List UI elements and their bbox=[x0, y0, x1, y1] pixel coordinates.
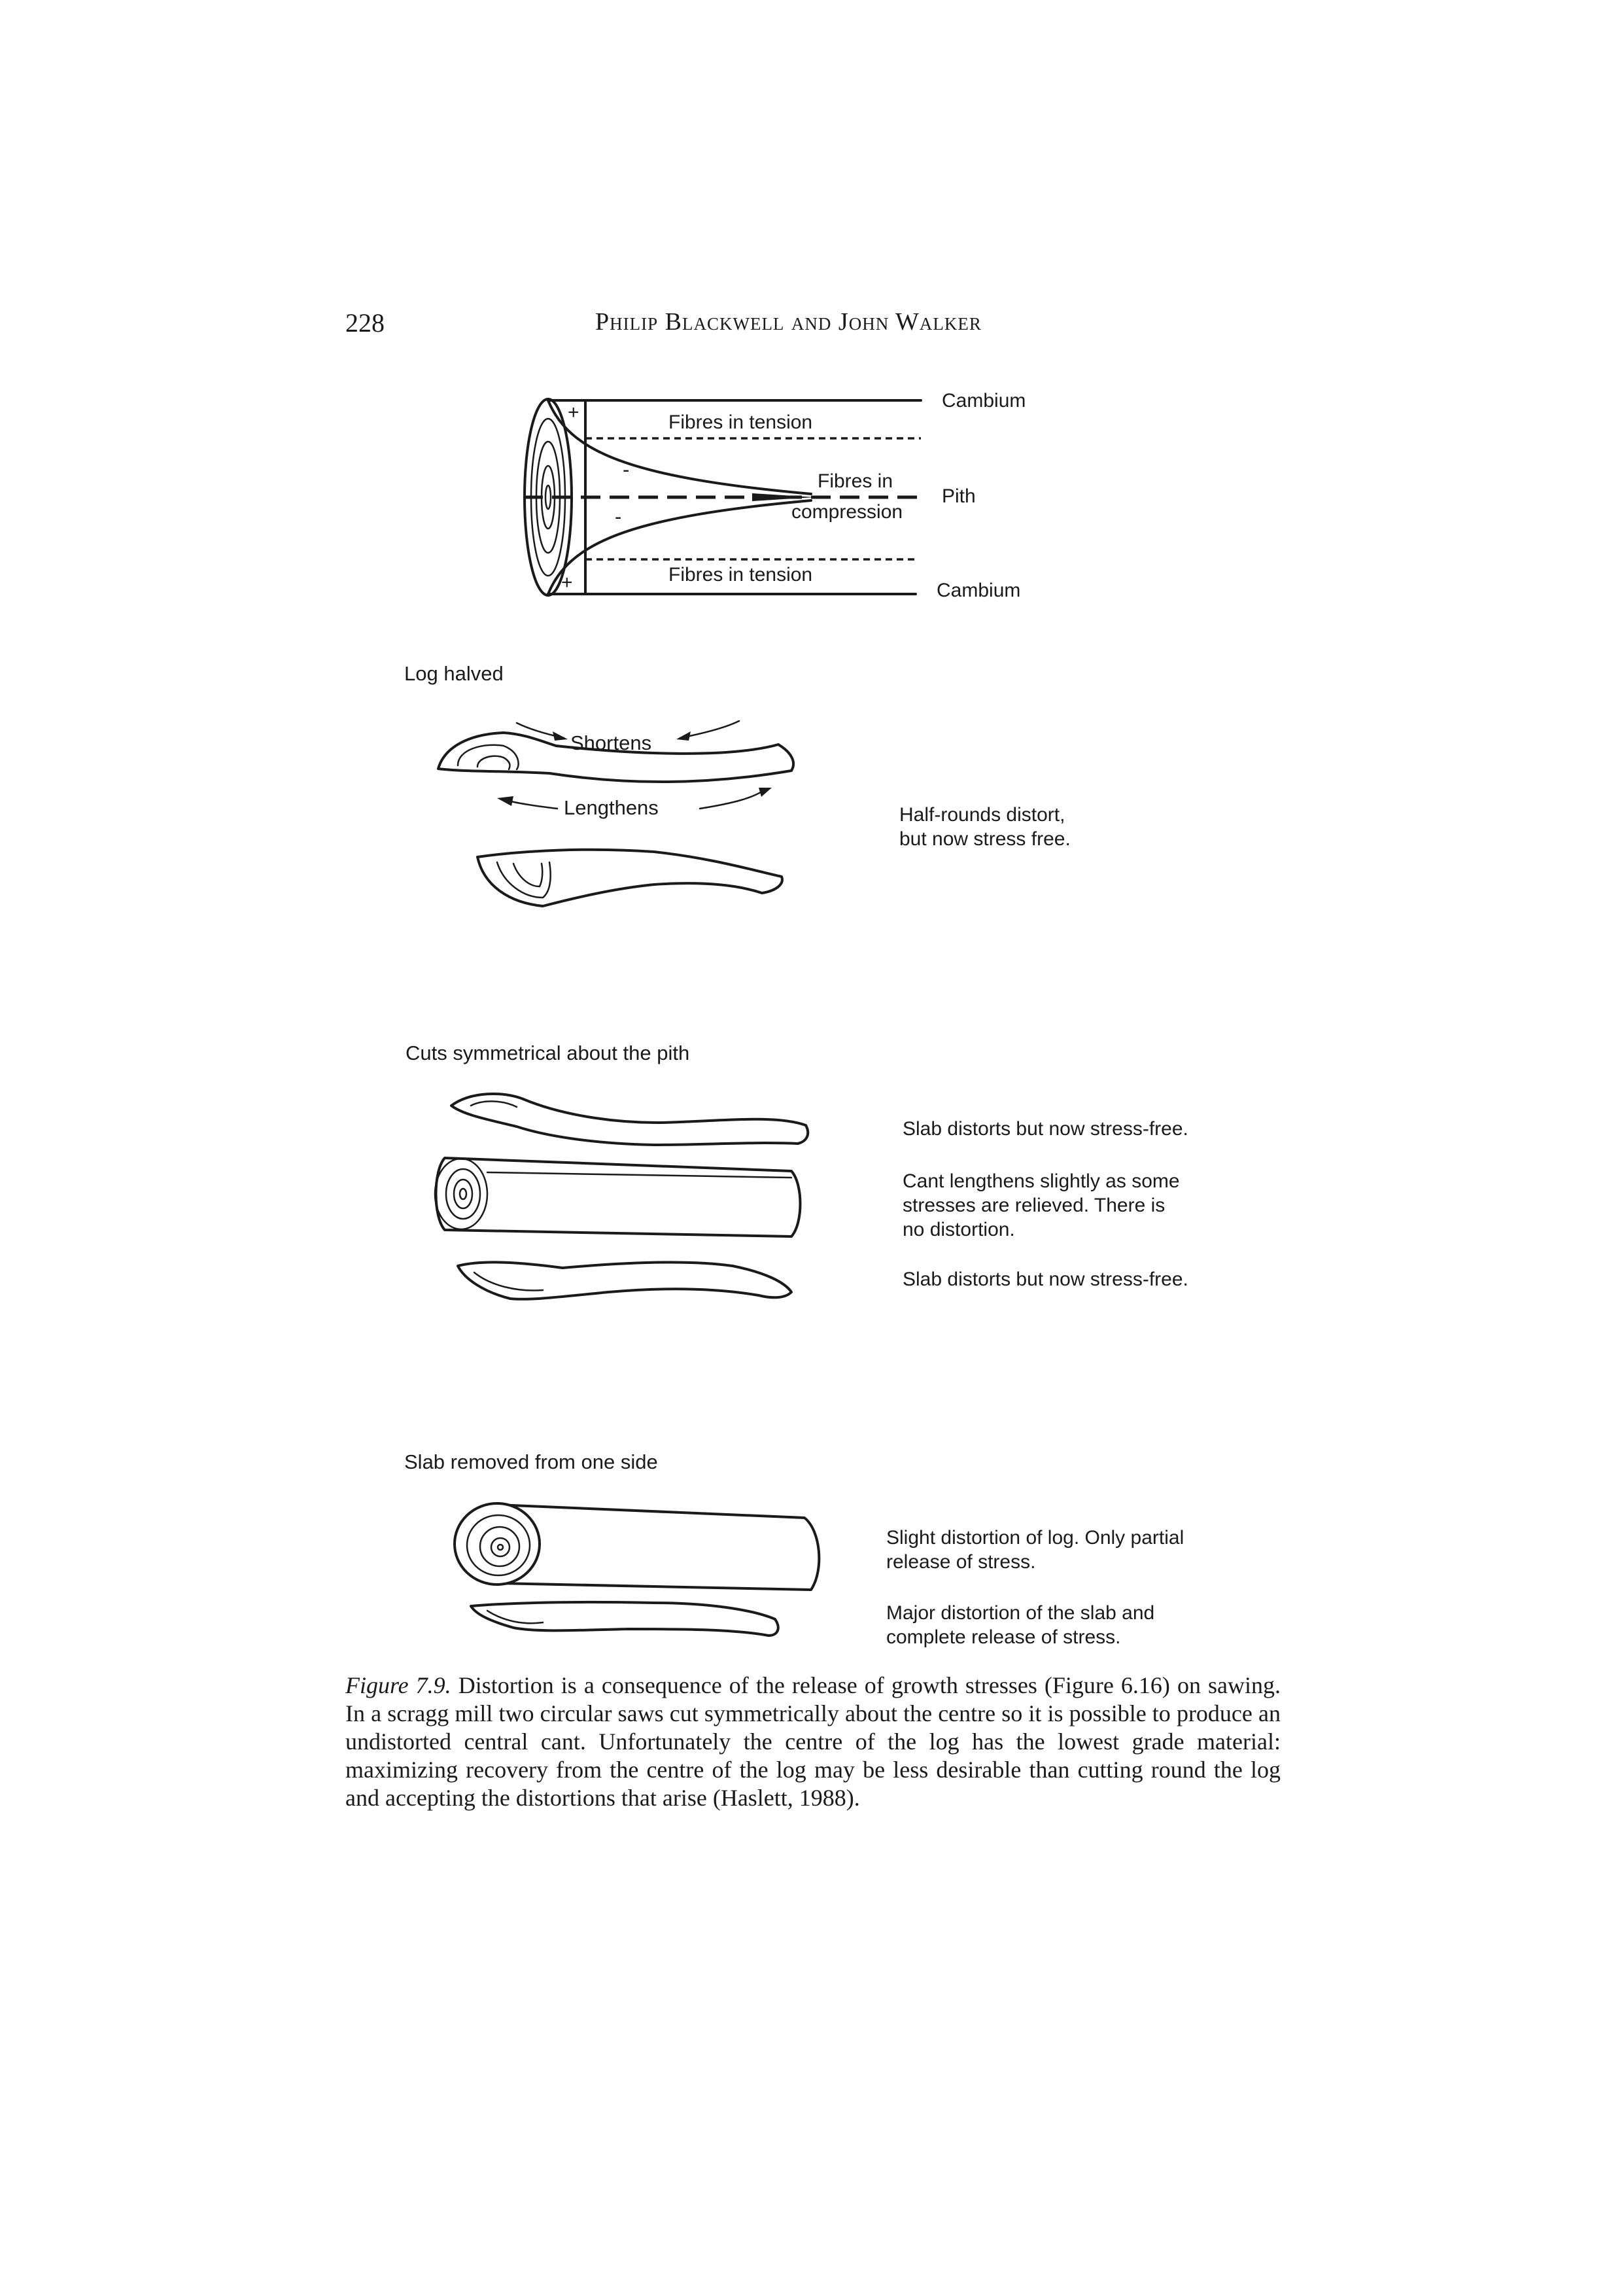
note-cant-line-1: Cant lengthens slightly as some bbox=[903, 1170, 1180, 1192]
slab-removed bbox=[470, 1600, 780, 1637]
note-cant-line-2: stresses are relieved. There is bbox=[903, 1195, 1165, 1216]
log-ring-4 bbox=[496, 1543, 504, 1551]
log-ring-3 bbox=[490, 1537, 511, 1558]
label-cambium-top: Cambium bbox=[942, 390, 1026, 412]
lengthens-arrowhead-left bbox=[497, 796, 513, 806]
note-half-rounds-line-1: Half-rounds distort, bbox=[899, 804, 1065, 826]
label-lengthens: Lengthens bbox=[564, 796, 659, 819]
stress-diagram: + + - - Fibres in tension Fibres in comp… bbox=[523, 390, 1026, 601]
cant-end-face bbox=[434, 1157, 489, 1231]
label-cambium-bottom: Cambium bbox=[937, 580, 1020, 601]
lengthens-arrowhead-right bbox=[759, 788, 772, 797]
cant-ring-2 bbox=[453, 1178, 474, 1210]
label-pith: Pith bbox=[942, 485, 976, 507]
log-with-slab-removed bbox=[496, 1503, 821, 1591]
section-title-cuts-symmetrical: Cuts symmetrical about the pith bbox=[406, 1042, 689, 1064]
cant bbox=[434, 1157, 802, 1238]
note-slab-removed-line-2: complete release of stress. bbox=[886, 1626, 1121, 1648]
lengthens-arrow-right bbox=[699, 789, 765, 810]
minus-sign-bottom: - bbox=[615, 505, 621, 528]
section-title-log-halved: Log halved bbox=[404, 662, 504, 685]
shortens-arrowhead-right bbox=[676, 731, 691, 741]
half-round-upper-ring-2 bbox=[476, 755, 511, 771]
log-ring-1 bbox=[466, 1514, 531, 1577]
cuts-symmetrical-panel: Cuts symmetrical about the pith Slab dis… bbox=[406, 1042, 1188, 1301]
plus-sign-top: + bbox=[568, 402, 579, 423]
label-shortens: Shortens bbox=[570, 731, 651, 754]
half-round-lower-ring-1 bbox=[496, 861, 551, 899]
slab-upper bbox=[450, 1093, 810, 1146]
figure-7-9: + + - - Fibres in tension Fibres in comp… bbox=[404, 390, 1188, 1648]
shortens-arrowhead-left bbox=[553, 731, 568, 741]
slab-removed-ring bbox=[486, 1609, 544, 1624]
running-head: Philip Blackwell and John Walker bbox=[595, 308, 982, 336]
plus-sign-bottom: + bbox=[561, 572, 573, 593]
slab-lower bbox=[457, 1261, 793, 1301]
label-fibres-tension-bottom: Fibres in tension bbox=[668, 564, 812, 586]
note-slab-removed-line-1: Major distortion of the slab and bbox=[886, 1602, 1154, 1624]
note-log-line-1: Slight distortion of log. Only partial bbox=[886, 1527, 1184, 1549]
caption-label: Figure 7.9. bbox=[345, 1672, 451, 1698]
half-round-lower bbox=[476, 848, 784, 907]
label-fibres-in: Fibres in bbox=[818, 470, 893, 492]
label-compression: compression bbox=[791, 501, 903, 523]
section-title-slab-removed: Slab removed from one side bbox=[404, 1450, 658, 1473]
stress-curve-top bbox=[547, 399, 812, 495]
half-round-upper bbox=[437, 731, 795, 784]
cant-edge bbox=[486, 1171, 793, 1179]
half-round-lower-ring-2 bbox=[512, 862, 544, 888]
stress-wedge bbox=[752, 493, 814, 501]
minus-sign-top: - bbox=[623, 458, 629, 481]
figure-caption: Figure 7.9. Distortion is a consequence … bbox=[345, 1672, 1281, 1812]
page-number: 228 bbox=[345, 308, 385, 338]
label-fibres-tension-top: Fibres in tension bbox=[668, 412, 812, 433]
cant-ring-1 bbox=[445, 1168, 481, 1220]
caption-text: Distortion is a consequence of the relea… bbox=[345, 1672, 1281, 1811]
note-cant-line-3: no distortion. bbox=[903, 1219, 1015, 1240]
slab-lower-ring bbox=[473, 1271, 544, 1291]
slab-removed-panel: Slab removed from one side Slight distor… bbox=[404, 1450, 1184, 1648]
log-ring-2 bbox=[479, 1526, 521, 1568]
note-slab-bottom: Slab distorts but now stress-free. bbox=[903, 1269, 1188, 1290]
note-log-line-2: release of stress. bbox=[886, 1551, 1035, 1573]
half-round-upper-ring-1 bbox=[457, 744, 519, 771]
stress-curve-bottom bbox=[547, 499, 812, 595]
slab-upper-ring bbox=[470, 1100, 518, 1108]
note-half-rounds-line-2: but now stress free. bbox=[899, 828, 1071, 850]
cant-ring-3 bbox=[458, 1187, 468, 1200]
growth-ring-4 bbox=[544, 484, 552, 510]
note-slab-top: Slab distorts but now stress-free. bbox=[903, 1118, 1188, 1140]
log-halved-panel: Log halved Shortens Lengthens Half-round… bbox=[404, 662, 1071, 907]
